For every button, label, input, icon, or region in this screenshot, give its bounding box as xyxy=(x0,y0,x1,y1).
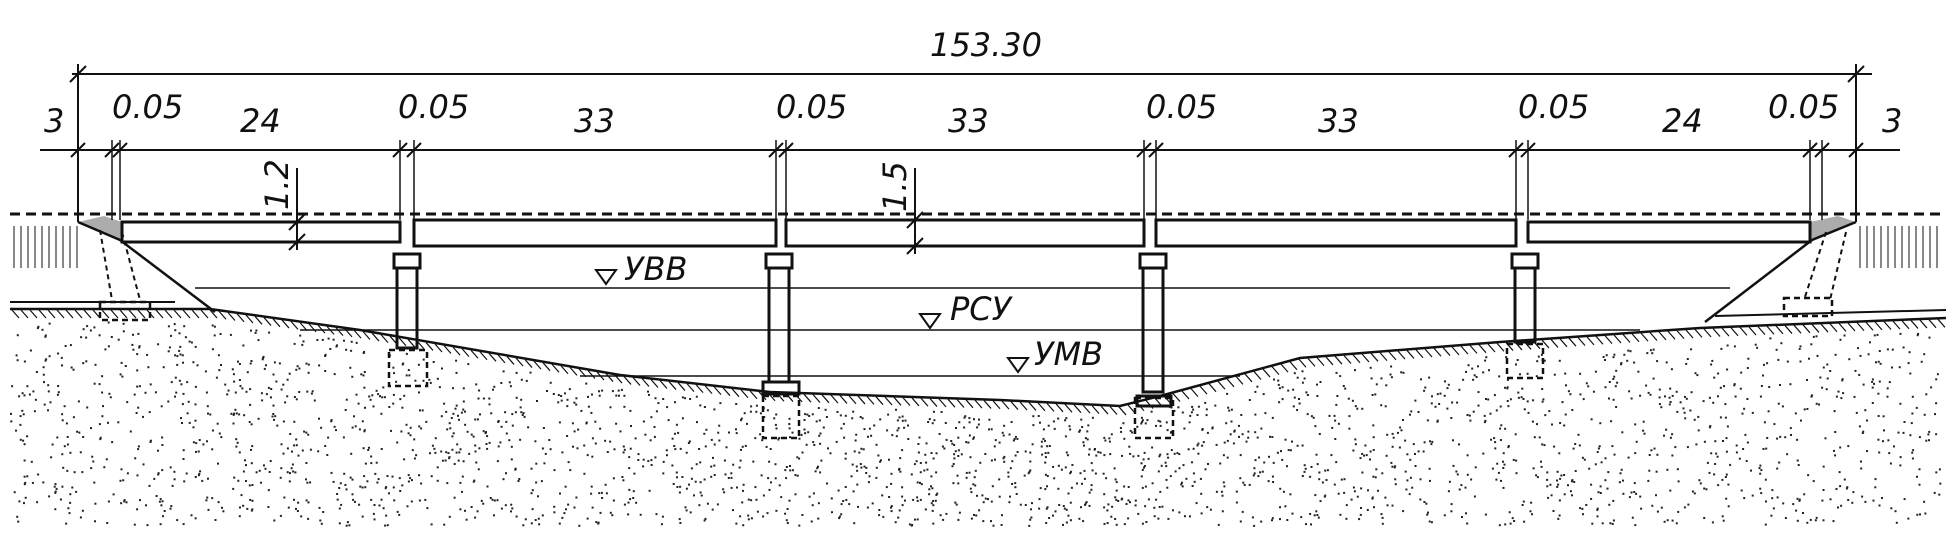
left-embankment xyxy=(13,226,78,268)
dim-label-span-1: 24 xyxy=(240,102,281,140)
level-label-high: УВВ xyxy=(624,250,687,288)
pier-2 xyxy=(761,252,801,440)
dim-label-gap-2: 0.05 xyxy=(398,88,469,126)
tick-total-right xyxy=(1847,65,1865,83)
beam-span-1 xyxy=(120,220,402,244)
pier-3 xyxy=(1133,252,1175,440)
soil-stipple xyxy=(10,321,1942,527)
dim-label-gap-6: 0.05 xyxy=(1768,88,1839,126)
tick-beam-h2-bottom xyxy=(906,237,924,255)
tick-beam-h1-top xyxy=(288,213,306,231)
level-label-design: РСУ xyxy=(950,290,1014,328)
level-marker-low xyxy=(1006,357,1030,374)
right-abutment xyxy=(1704,216,1857,323)
beam-span-5 xyxy=(1526,220,1812,244)
level-marker-design xyxy=(918,313,942,330)
pier-1 xyxy=(387,252,429,388)
beam-span-4 xyxy=(1154,218,1518,248)
dim-label-span-5: 24 xyxy=(1662,102,1703,140)
tick-total-left xyxy=(69,65,87,83)
dim-label-gap-4: 0.05 xyxy=(1146,88,1217,126)
ground-profile xyxy=(10,307,1946,408)
tick-beam-h1-bottom xyxy=(288,233,306,251)
dim-label-abut-right: 3 xyxy=(1882,102,1902,140)
beam-span-2 xyxy=(412,218,778,248)
pier-4 xyxy=(1505,252,1545,380)
beam-height-label-1: 1.2 xyxy=(258,159,296,210)
left-abutment xyxy=(77,216,216,322)
dim-label-abut-left: 3 xyxy=(44,102,64,140)
beam-span-3 xyxy=(784,218,1146,248)
span-dimension-ticks xyxy=(70,140,1864,220)
dim-label-span-2: 33 xyxy=(574,102,615,140)
tick-beam-h2-top xyxy=(906,211,924,229)
dim-label-gap-1: 0.05 xyxy=(112,88,183,126)
beam-height-label-2: 1.5 xyxy=(876,161,914,212)
right-bank-surface xyxy=(1714,309,1946,317)
level-label-low: УМВ xyxy=(1034,335,1103,373)
right-embankment xyxy=(1859,226,1938,268)
dim-label-span-3: 33 xyxy=(948,102,989,140)
dim-total-label: 153.30 xyxy=(930,26,1042,64)
level-marker-high xyxy=(594,269,618,286)
dim-label-gap-3: 0.05 xyxy=(776,88,847,126)
dim-label-span-4: 33 xyxy=(1318,102,1359,140)
dim-label-gap-5: 0.05 xyxy=(1518,88,1589,126)
